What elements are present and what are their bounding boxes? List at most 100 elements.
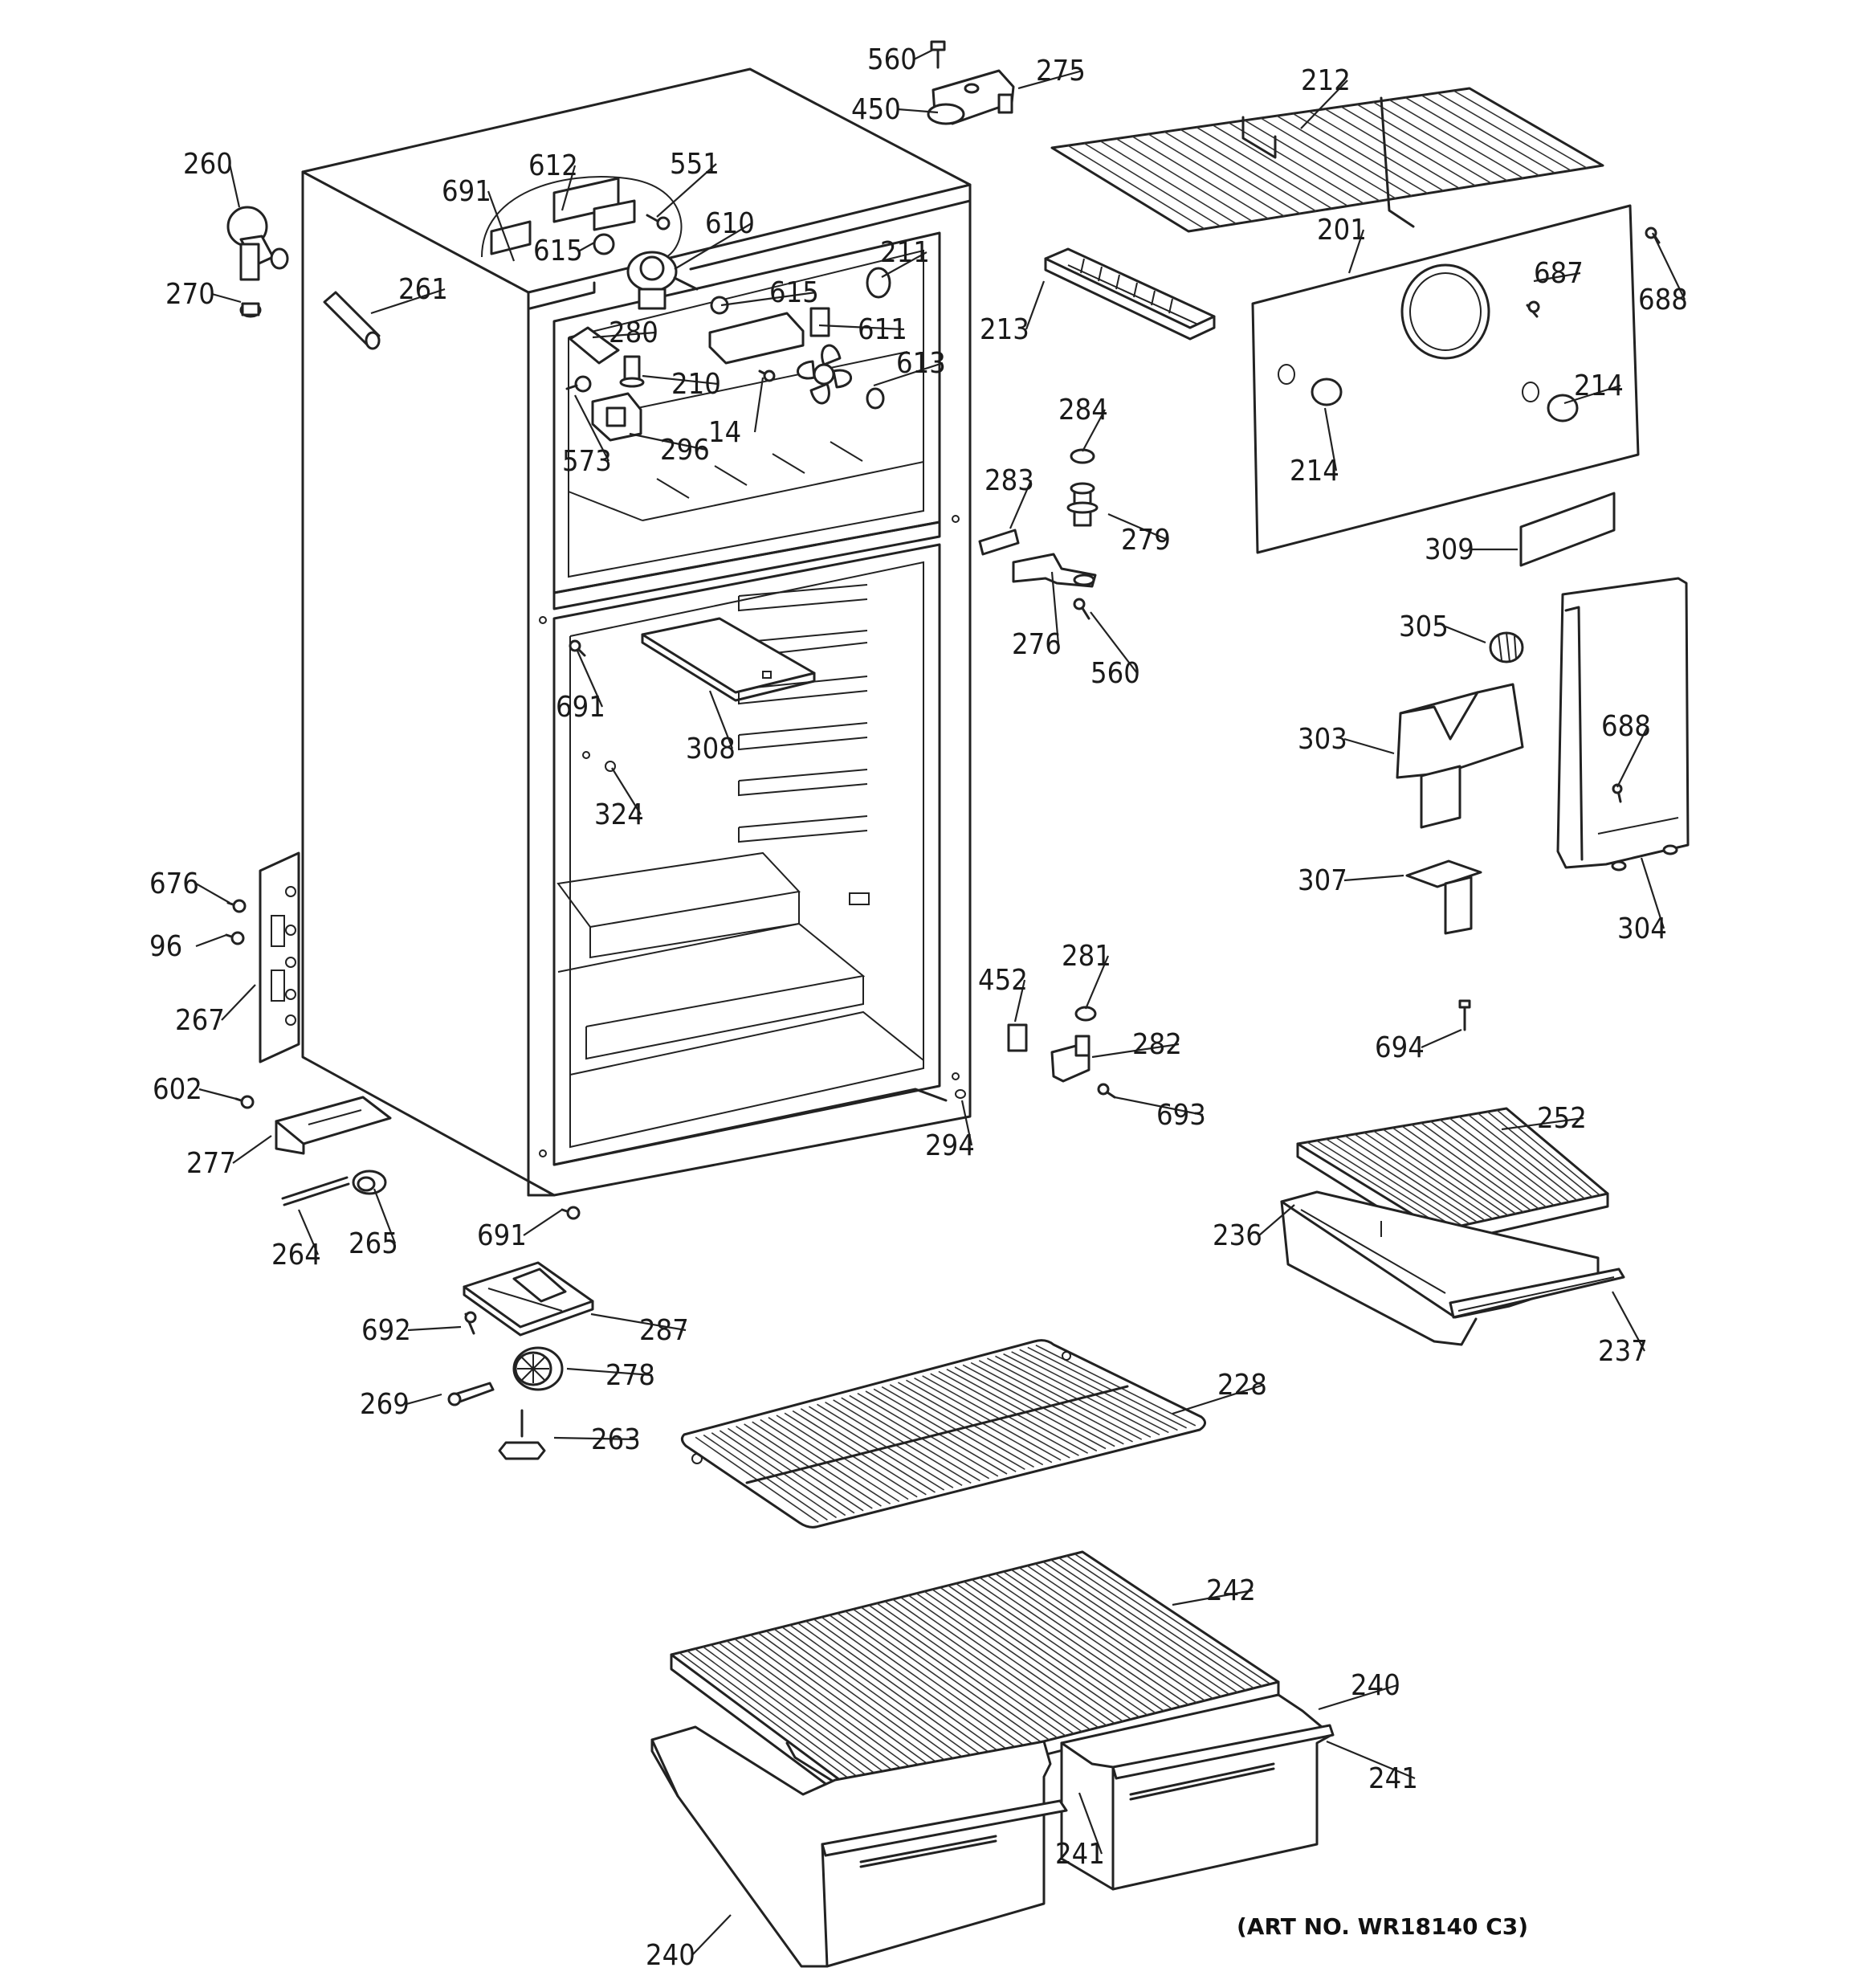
leader-line xyxy=(373,1188,397,1244)
part-callout-267: 267 xyxy=(175,984,256,1037)
leader-line xyxy=(553,1436,638,1441)
part-callout-308: 308 xyxy=(686,690,736,765)
part-number: 263 xyxy=(591,1423,641,1456)
leader-line xyxy=(1114,1096,1204,1116)
leader-line xyxy=(656,163,717,218)
leader-line xyxy=(1009,480,1033,529)
leader-line xyxy=(1017,69,1083,90)
part-number: 241 xyxy=(1055,1838,1105,1871)
part-callout-214: 214 xyxy=(1563,369,1624,405)
part-callout-615: 615 xyxy=(720,276,819,309)
part-callout-278: 278 xyxy=(566,1359,655,1392)
leader-line xyxy=(561,165,577,211)
part-number: 287 xyxy=(639,1314,689,1347)
part-number: 308 xyxy=(686,733,736,765)
part-callout-275: 275 xyxy=(1017,55,1086,90)
part-callout-688: 688 xyxy=(1638,232,1688,316)
part-callout-241: 241 xyxy=(1326,1740,1418,1795)
leader-line xyxy=(232,1135,272,1164)
leader-line xyxy=(1025,280,1046,330)
leader-line xyxy=(611,767,642,815)
part-number: 277 xyxy=(186,1147,236,1180)
part-callout-573: 573 xyxy=(562,394,612,478)
leader-line xyxy=(818,324,905,331)
part-callout-228: 228 xyxy=(1172,1369,1267,1415)
part-callout-610: 610 xyxy=(674,207,755,270)
part-callout-676: 676 xyxy=(149,867,230,904)
cabinet xyxy=(301,67,972,1197)
leader-line xyxy=(211,292,242,304)
leader-line xyxy=(406,1393,442,1406)
part-number: 602 xyxy=(153,1073,202,1106)
part-callout-210: 210 xyxy=(642,368,721,401)
part-number: 560 xyxy=(1090,657,1140,690)
part-callout-303: 303 xyxy=(1298,723,1395,756)
part-callout-692: 692 xyxy=(361,1314,462,1347)
leader-line xyxy=(1107,512,1168,541)
part-number: 214 xyxy=(1290,455,1339,488)
leader-line xyxy=(1640,857,1665,929)
part-callout-240: 240 xyxy=(1318,1669,1400,1711)
part-callout-612: 612 xyxy=(528,149,578,211)
leader-line xyxy=(1616,725,1649,788)
part-number: 560 xyxy=(867,43,917,76)
leader-line xyxy=(590,1312,687,1332)
part-number: 688 xyxy=(1638,284,1688,316)
part-callout-270: 270 xyxy=(165,278,242,311)
leader-line xyxy=(575,648,604,708)
part-callout-309: 309 xyxy=(1425,533,1518,566)
leader-line xyxy=(1652,232,1686,300)
part-callout-237: 237 xyxy=(1598,1291,1648,1368)
leader-line xyxy=(1258,1204,1295,1236)
leader-line xyxy=(720,291,817,307)
leader-line xyxy=(913,49,934,60)
part-number: 265 xyxy=(349,1227,398,1260)
part-number: 275 xyxy=(1036,55,1086,88)
leader-line xyxy=(629,432,707,451)
leader-line xyxy=(370,288,446,315)
freezer-controls xyxy=(481,176,891,442)
leader-line xyxy=(691,1914,732,1956)
leader-line xyxy=(1501,1116,1584,1131)
leader-line xyxy=(642,374,719,386)
leader-line xyxy=(1091,1043,1180,1059)
leader-line xyxy=(1078,1792,1103,1855)
part-callout-691: 691 xyxy=(477,1209,563,1252)
part-callout-602: 602 xyxy=(153,1073,237,1106)
part-number: 303 xyxy=(1298,723,1347,756)
part-callout-305: 305 xyxy=(1399,610,1486,644)
part-number: 252 xyxy=(1537,1102,1587,1135)
part-callout-304: 304 xyxy=(1617,857,1667,945)
part-callout-611: 611 xyxy=(818,313,907,346)
duct-cover xyxy=(641,617,816,702)
part-callout-276: 276 xyxy=(1012,571,1062,661)
part-callout-261: 261 xyxy=(370,273,448,315)
part-number: 14 xyxy=(708,416,741,449)
leader-line xyxy=(1084,955,1110,1010)
leader-line xyxy=(487,190,516,262)
leader-line xyxy=(1172,1589,1254,1606)
part-callout-280: 280 xyxy=(592,316,658,349)
part-callout-282: 282 xyxy=(1091,1028,1182,1061)
part-number: 270 xyxy=(165,278,215,311)
part-callout-281: 281 xyxy=(1062,940,1111,1010)
part-callout-214: 214 xyxy=(1290,407,1339,488)
part-number: 450 xyxy=(851,93,901,126)
small-drawer xyxy=(1280,1107,1625,1346)
leader-line xyxy=(1612,1291,1645,1352)
part-number: 211 xyxy=(880,236,930,269)
part-number: 615 xyxy=(533,235,583,267)
dispenser-parts xyxy=(1396,577,1690,1031)
part-callout-252: 252 xyxy=(1501,1102,1587,1135)
part-callout-201: 201 xyxy=(1317,214,1367,274)
part-callout-691: 691 xyxy=(556,648,605,724)
part-number: 228 xyxy=(1217,1369,1267,1402)
freezer-wire-shelf xyxy=(1050,87,1604,233)
part-callout-283: 283 xyxy=(984,464,1034,529)
part-number: 240 xyxy=(1351,1669,1400,1702)
part-number: 237 xyxy=(1598,1335,1648,1368)
leader-line xyxy=(1533,271,1581,283)
part-number: 324 xyxy=(594,798,644,831)
part-number: 269 xyxy=(360,1388,410,1421)
